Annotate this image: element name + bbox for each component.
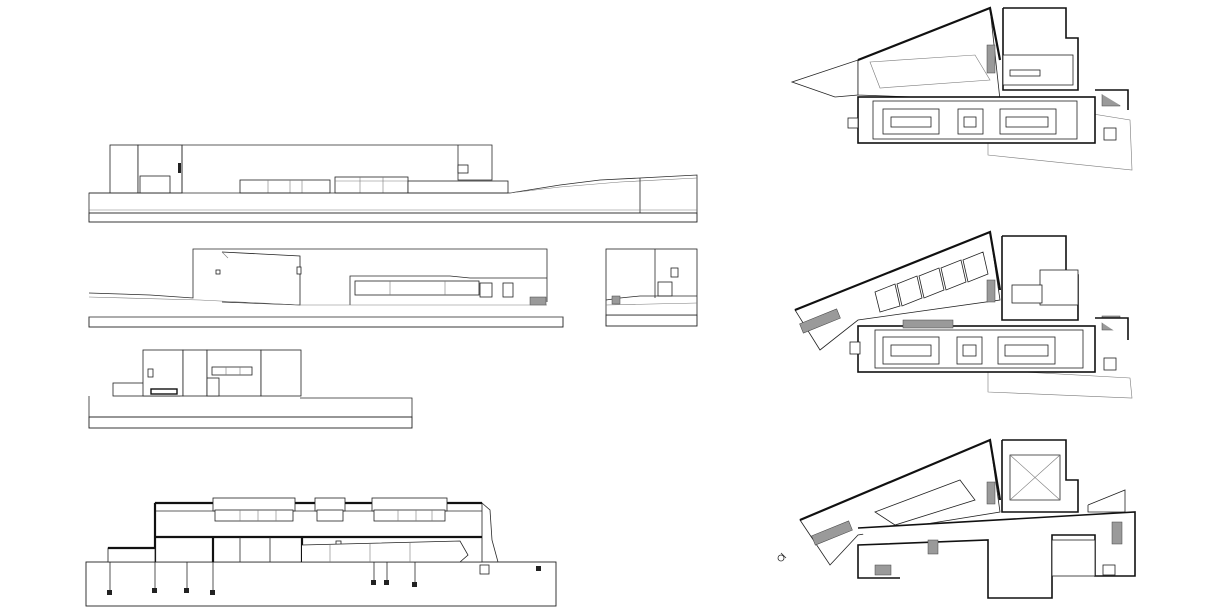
elevation-1 bbox=[88, 144, 698, 223]
elevation-3 bbox=[605, 248, 698, 327]
building-section bbox=[85, 497, 557, 607]
section-skylights bbox=[214, 509, 446, 522]
north-arrow-icon bbox=[777, 552, 787, 562]
elevation-4 bbox=[88, 349, 413, 429]
floor-plan-3 bbox=[777, 438, 1136, 599]
floor-plan-1 bbox=[790, 6, 1133, 171]
elevation-2 bbox=[88, 248, 564, 328]
section-foundations bbox=[107, 562, 541, 595]
floor-plan-2 bbox=[794, 230, 1133, 399]
plan-2-gallery-bays bbox=[874, 251, 989, 313]
